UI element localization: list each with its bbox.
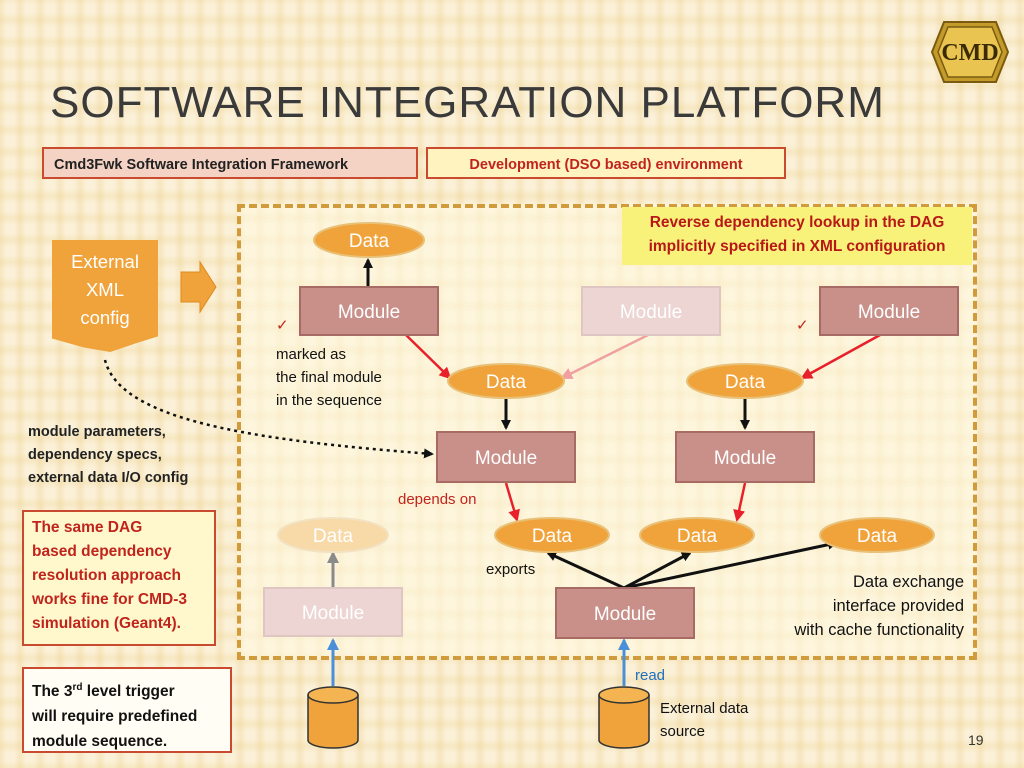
svg-text:Module: Module [620, 302, 682, 323]
external-xml-config-document: External XML config [52, 240, 158, 352]
arrow-module-to-data-left [405, 334, 452, 380]
svg-text:Data: Data [349, 231, 390, 252]
trigger-sup: rd [72, 682, 83, 693]
dag-line-5: simulation (Geant4). [32, 615, 181, 632]
ext-src-line-2: source [660, 723, 706, 740]
reverse-lookup-note: Reverse dependency lookup in the DAG imp… [622, 207, 972, 265]
exports-label: exports [486, 561, 536, 578]
trigger-pre: The 3 [32, 683, 73, 701]
external-data-cylinder-left-icon [307, 686, 359, 749]
trigger-post: level trigger [82, 683, 175, 701]
check-icon-final: ✓ [276, 317, 289, 334]
cmd-logo-icon: CMD [930, 21, 1010, 83]
note-line-2: implicitly specified in XML configuratio… [648, 238, 946, 255]
xml-line-2: XML [85, 279, 125, 300]
external-data-source-label: External data source [660, 697, 748, 743]
exchange-line-3: with cache functionality [794, 621, 964, 639]
page-number: 19 [968, 732, 984, 748]
dag-line-3: resolution approach [32, 567, 181, 584]
page-title: Software Integration Platform [50, 78, 885, 127]
logo-text: CMD [941, 40, 998, 66]
depends-on-label: depends on [398, 491, 477, 508]
trigger-line-3: module sequence. [32, 733, 168, 751]
module-node-right-top: Module [819, 286, 959, 336]
read-label: read [635, 667, 666, 684]
trigger-note: The 3rd level trigger will require prede… [22, 667, 232, 753]
same-dag-note: The same DAG based dependency resolution… [22, 510, 216, 646]
xml-line-3: config [80, 307, 130, 328]
svg-text:Data: Data [677, 526, 718, 547]
data-node-export-2: Data [639, 517, 755, 553]
params-line-1: module parameters, [28, 424, 166, 440]
data-node-faded: Data [277, 517, 389, 553]
module-node-mid-right: Module [675, 431, 815, 483]
marked-final-label: marked as the final module in the sequen… [276, 343, 382, 412]
framework-tag: Cmd3Fwk Software Integration Framework [42, 147, 418, 179]
exchange-line-2: interface provided [832, 597, 964, 615]
svg-text:Module: Module [475, 448, 537, 469]
marked-line-3: in the sequence [276, 392, 382, 409]
check-icon-right: ✓ [796, 317, 809, 334]
data-node-left: Data [447, 363, 565, 399]
note-line-1: Reverse dependency lookup in the DAG [649, 214, 945, 231]
svg-text:Module: Module [302, 603, 364, 624]
svg-text:Data: Data [486, 372, 527, 393]
arrow-depends-on-1 [504, 482, 520, 522]
xml-feed-arrow-icon [180, 260, 217, 314]
svg-text:Data: Data [532, 526, 573, 547]
module-params-text: module parameters, dependency specs, ext… [28, 421, 188, 490]
arrow-exports-2 [623, 551, 692, 590]
dag-line-4: works fine for CMD-3 [32, 591, 188, 608]
data-node-right: Data [686, 363, 804, 399]
arrow-exports-3 [623, 539, 838, 590]
svg-text:Module: Module [338, 302, 400, 323]
svg-text:Module: Module [858, 302, 920, 323]
data-node-export-1: Data [494, 517, 610, 553]
marked-line-2: the final module [276, 369, 382, 386]
dag-line-1: The same DAG [32, 519, 143, 536]
external-data-cylinder-right-icon [598, 686, 650, 749]
trigger-line-2: will require predefined [32, 708, 198, 726]
svg-text:Data: Data [313, 526, 354, 547]
arrow-depends-on-2 [733, 482, 747, 522]
svg-text:Module: Module [594, 604, 656, 625]
trigger-line-1: The 3rd level trigger [32, 675, 222, 704]
data-node-export-3: Data [819, 517, 935, 553]
exchange-line-1: Data exchange [853, 573, 964, 591]
module-node-mid: Module [436, 431, 576, 483]
arrow-exports-1 [546, 551, 625, 590]
module-node-final: Module [299, 286, 439, 336]
ext-src-line-1: External data [660, 700, 749, 717]
environment-tag: Development (DSO based) environment [426, 147, 786, 179]
xml-line-1: External [71, 251, 139, 272]
arrow-right-module-to-data [800, 333, 881, 380]
dso-environment-area [237, 204, 977, 660]
params-line-3: external data I/O config [28, 470, 189, 486]
params-line-2: dependency specs, [28, 447, 162, 463]
svg-text:Module: Module [714, 448, 776, 469]
arrow-faded-module-to-data [560, 333, 649, 380]
svg-text:Data: Data [725, 372, 766, 393]
svg-text:Data: Data [857, 526, 898, 547]
module-node-faded-top: Module [581, 286, 721, 336]
module-node-faded-bottom: Module [263, 587, 403, 637]
data-node-top: Data [313, 222, 425, 258]
marked-line-1: marked as [276, 346, 347, 363]
module-node-source: Module [555, 587, 695, 639]
dag-line-2: based dependency [32, 543, 172, 560]
data-exchange-note: Data exchange interface provided with ca… [760, 570, 964, 642]
